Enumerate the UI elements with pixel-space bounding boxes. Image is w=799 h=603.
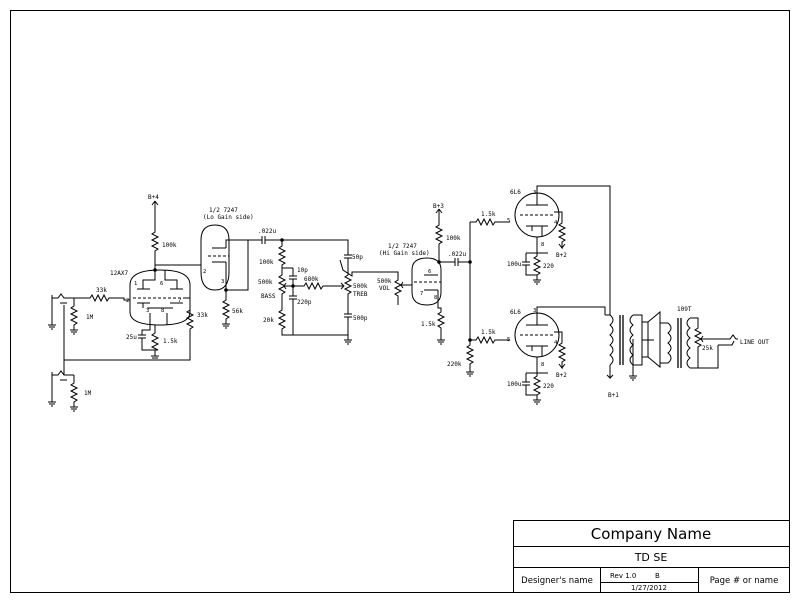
revision: Rev 1.0	[610, 572, 636, 580]
v1-12ax7	[129, 269, 191, 326]
label-v5: 6L6	[510, 309, 521, 316]
label-pot-treb-val: 500k	[353, 283, 368, 290]
v3-pin-6: 6	[428, 269, 431, 275]
label-r1-5k-a: 1.5k	[163, 338, 178, 345]
line-out-jack	[718, 334, 738, 346]
label-pot-treb: TREB	[353, 291, 368, 298]
v1-pin-2: 2	[126, 298, 129, 304]
label-c022-a: .022u	[258, 228, 276, 235]
v1-pin-3: 3	[146, 308, 149, 314]
label-r56k: 56k	[232, 308, 243, 315]
label-v4: 6L6	[510, 189, 521, 196]
v5-pin-3: 3	[533, 308, 536, 314]
input-jack-1	[48, 293, 74, 330]
label-v2-b: (Lo Gain side)	[203, 214, 254, 221]
v5-6l6	[514, 312, 563, 358]
label-b3: B+3	[433, 203, 444, 210]
company-name: Company Name	[591, 525, 711, 543]
label-pot-vol-val: 500k	[377, 278, 392, 285]
label-r680k: 680k	[304, 276, 319, 283]
v2-7247-lo	[200, 224, 230, 291]
v3-7247-hi	[411, 257, 442, 306]
label-b2a: B+2	[556, 252, 567, 259]
v4-pin-8: 8	[541, 242, 544, 248]
r1m-a	[69, 298, 79, 335]
label-b2b: B+2	[556, 372, 567, 379]
label-v3-b: (Hi Gain side)	[379, 250, 430, 257]
drawing-title: TD SE	[634, 551, 668, 564]
v4-pin-3: 3	[533, 190, 536, 196]
v5-pin-4: 4	[554, 340, 558, 346]
label-r100k-c: 100k	[446, 235, 461, 242]
label-pot-bass-val: 500k	[258, 279, 273, 286]
v1-pin-6: 6	[160, 281, 163, 287]
designer-name: Designer's name	[521, 576, 593, 586]
speaker	[641, 310, 661, 369]
label-r1m-a: 1M	[86, 314, 94, 321]
v3-pin-7: 7	[420, 291, 423, 297]
label-c10p: 10p	[297, 267, 308, 274]
sheet-border	[10, 10, 790, 593]
label-line-out: LINE OUT	[740, 339, 769, 346]
r1m-b	[69, 375, 79, 412]
v5-pin-8: 8	[541, 362, 544, 368]
v2-pin-2: 2	[203, 269, 206, 275]
label-v3-a: 1/2 7247	[388, 243, 417, 250]
v5-pin-5: 5	[507, 337, 510, 343]
title-block	[513, 520, 790, 593]
label-r33k-in: 33k	[96, 287, 107, 294]
label-ot: 109T	[677, 306, 692, 313]
page-name: Page # or name	[710, 576, 779, 586]
label-b1: B+1	[608, 392, 619, 399]
label-r33k-b: 33k	[197, 312, 208, 319]
transformer-109t	[660, 317, 691, 369]
label-pot-vol: VOL	[379, 285, 390, 292]
label-r20k: 20k	[263, 317, 274, 324]
label-c25u: 25u	[126, 334, 137, 341]
label-r220k: 220k	[447, 361, 462, 368]
label-pot-bass: BASS	[261, 293, 276, 300]
output-transformer	[605, 314, 643, 381]
v4-pin-4: 4	[554, 220, 558, 226]
v1-pin-1: 1	[134, 281, 137, 287]
label-b4: B+4	[148, 194, 159, 201]
input-jack-2	[48, 370, 74, 407]
v1-pin-8: 8	[161, 308, 164, 314]
v4-6l6	[514, 192, 563, 238]
label-r25k: 25k	[702, 345, 713, 352]
label-r100k-b: 100k	[259, 259, 274, 266]
label-r220-a: 220	[543, 263, 554, 270]
revision-letter: B	[655, 572, 660, 580]
label-c022-b: .022u	[448, 251, 466, 258]
label-c220p: 220p	[297, 299, 312, 306]
drawing-date: 1/27/2012	[631, 584, 667, 592]
label-r220-b: 220	[543, 383, 554, 390]
label-r1-5k-b: 1.5k	[421, 321, 436, 328]
label-r1-5k-c: 1.5k	[481, 211, 496, 218]
label-c500p: 500p	[353, 315, 368, 322]
label-c50p: 50p	[352, 254, 363, 261]
v2-pin-3: 3	[221, 279, 224, 285]
v3-pin-8: 8	[434, 295, 437, 301]
label-v2-a: 1/2 7247	[209, 207, 238, 214]
label-c100u-a: 100u	[507, 261, 522, 268]
v4-pin-5: 5	[507, 218, 510, 224]
label-c100u-b: 100u	[507, 381, 522, 388]
label-r1-5k-d: 1.5k	[481, 329, 496, 336]
label-r100k-a: 100k	[162, 242, 177, 249]
label-r1m-b: 1M	[84, 390, 92, 397]
label-v1: 12AX7	[110, 270, 128, 277]
v1-pin-7: 7	[178, 298, 181, 304]
